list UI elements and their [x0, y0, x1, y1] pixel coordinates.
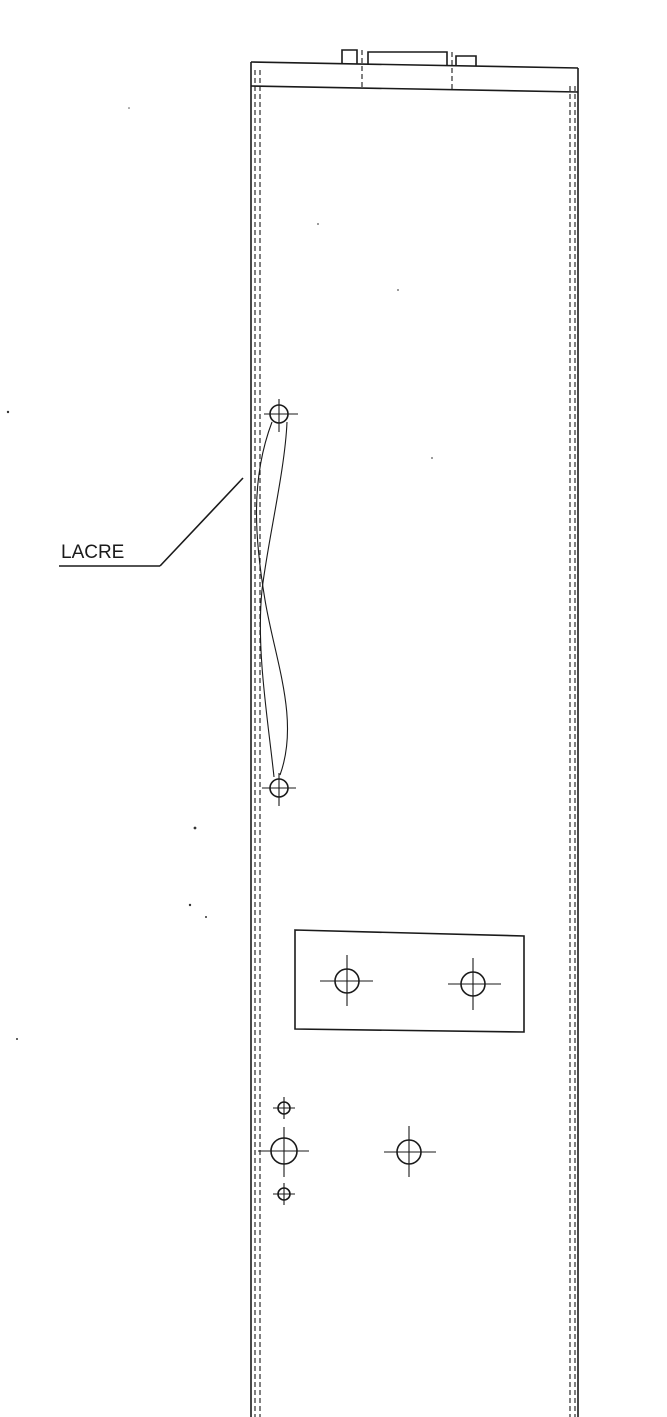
mounting-plate: [294, 929, 525, 1033]
side-hole: [384, 1126, 436, 1177]
small-hole-top: [273, 1097, 295, 1119]
plate-hole-right: [448, 958, 501, 1010]
small-hole-bottom: [273, 1183, 295, 1205]
hidden-walls: [254, 70, 576, 1417]
seal-leader: [59, 477, 244, 567]
lower-mounting-hole: [262, 773, 296, 806]
seal-wire: [255, 421, 289, 778]
panel-body: [250, 61, 579, 1417]
seal-label: LACRE: [61, 542, 124, 563]
top-connector: [341, 49, 477, 92]
scan-speckles: [6, 107, 433, 1040]
upper-mounting-hole: [264, 399, 298, 432]
plate-hole-left: [320, 955, 373, 1006]
large-hole: [258, 1127, 309, 1177]
